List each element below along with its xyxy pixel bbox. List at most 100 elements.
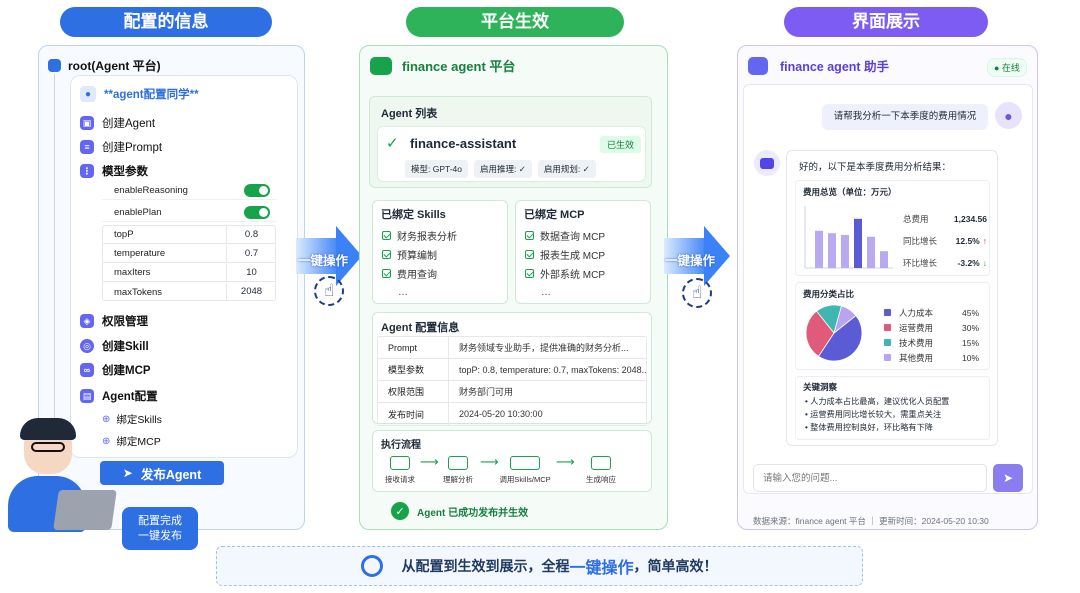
param-value[interactable]: 2048 [226, 283, 276, 301]
root-node[interactable]: root(Agent 平台) [48, 57, 161, 74]
pie-slice [805, 310, 835, 357]
flow-arrow-icon: ⟶ [480, 454, 499, 469]
bottom-banner: 从配置到生效到展示，全程 一键操作 ，简单高效！ [216, 546, 863, 586]
sliders-icon: ⋮ [80, 164, 94, 178]
agent-list-title: Agent 列表 [381, 108, 438, 120]
tag: 启用推理: ✓ [474, 160, 532, 178]
stat-value: -3.2% [957, 258, 980, 268]
flow-arrow-icon: ⟶ [556, 454, 575, 469]
send-button[interactable]: ➤ [993, 464, 1023, 492]
tree-item-agent-config[interactable]: ▤Agent配置 [80, 388, 158, 404]
tree-line [54, 74, 55, 444]
mcp-item: 外部系统 MCP [525, 264, 605, 283]
send-icon: ➤ [122, 466, 133, 480]
robot-icon [760, 157, 774, 169]
tree-item-create-agent[interactable]: ▣创建Agent [80, 115, 155, 131]
display-title: finance agent 助手 [780, 60, 890, 74]
mcp-label: 报表生成 MCP [540, 251, 605, 262]
pointer-hand-icon: ☝ [314, 276, 344, 306]
toggle-label: enablePlan [114, 207, 162, 218]
tree-item-create-prompt[interactable]: ≡创建Prompt [80, 139, 162, 155]
insights-card [795, 376, 990, 440]
tree-item-bind-mcp[interactable]: ⊕绑定MCP [102, 434, 161, 449]
skills-list: 财务报表分析 预算编制 费用查询 … [382, 226, 457, 302]
config-key: Prompt [388, 342, 418, 353]
breakdown-card [795, 282, 990, 370]
section-title-row: ● **agent配置同学** [80, 86, 199, 102]
skill-icon: ◎ [80, 339, 94, 353]
stat-value: 12.5% [955, 236, 980, 246]
checkbox-icon [382, 231, 391, 240]
tree-item-create-mcp[interactable]: ∞创建MCP [80, 362, 151, 378]
chat-input[interactable] [753, 464, 987, 492]
document-icon: ≡ [80, 140, 94, 154]
create-skill-label: 创建Skill [102, 341, 149, 353]
flow-step-label: 调用Skills/MCP [499, 475, 551, 484]
publish-agent-button[interactable]: ➤ 发布Agent [100, 461, 224, 485]
chart-bar [841, 235, 849, 268]
param-key: temperature [114, 248, 166, 259]
header-config: 配置的信息 [60, 7, 272, 37]
skill-item: 财务报表分析 [382, 226, 457, 245]
tag: 模型: GPT-4o [405, 160, 469, 178]
agent-name: finance-assistant [410, 136, 517, 151]
tree-root-icon [48, 59, 61, 72]
bind-skills-label: 绑定Skills [116, 414, 162, 426]
pointer-hand-icon: ☝ [682, 278, 712, 308]
publish-bubble: 配置完成 一键发布 [122, 507, 198, 550]
tree-item-create-skill[interactable]: ◎ 创建Skill [80, 338, 149, 354]
skill-item: 预算编制 [382, 245, 457, 264]
toggle-switch[interactable] [244, 206, 270, 219]
mcp-label: 外部系统 MCP [540, 270, 605, 281]
param-value[interactable]: 0.7 [226, 245, 276, 262]
one-click-arrow-right [664, 226, 730, 286]
pie-slice [817, 315, 863, 362]
breakdown-pie-chart [805, 304, 863, 362]
insight-text: 人力成本占比最高，建议优化人员配置 [810, 397, 950, 406]
skill-label: 财务报表分析 [397, 232, 457, 243]
flow-section [372, 430, 652, 492]
mcp-icon: ∞ [80, 363, 94, 377]
flow-step: 理解分析 [428, 456, 488, 485]
config-key: 模型参数 [388, 365, 425, 375]
insight-item: • 人力成本占比最高，建议优化人员配置 [805, 397, 950, 406]
tree-item-bind-skills[interactable]: ⊕ 绑定Skills [102, 412, 162, 427]
param-key: topP [114, 229, 134, 240]
display-title-row: finance agent 助手 [748, 56, 889, 75]
plus-circle-icon: ⊕ [102, 414, 111, 425]
insight-text: 运营费用同比增长较大，需重点关注 [810, 410, 942, 419]
param-row: temperature 0.7 [102, 245, 276, 263]
model-params-label: 模型参数 [102, 166, 148, 178]
config-value: 财务领域专业助手，提供准确的财务分析... [448, 337, 646, 358]
toggle-row-plan: enablePlan [102, 204, 276, 222]
checkbox-icon [382, 269, 391, 278]
mcp-list: 数据查询 MCP 报表生成 MCP 外部系统 MCP … [525, 226, 605, 302]
legend-pct: 15% [961, 337, 979, 348]
create-agent-label: 创建Agent [102, 118, 156, 130]
expense-bar-chart [804, 206, 893, 269]
tree-item-permissions[interactable]: ◈权限管理 [80, 313, 148, 329]
legend-pct: 30% [961, 322, 979, 333]
overview-title: 费用总览（单位：万元） [803, 187, 897, 197]
param-value[interactable]: 0.8 [226, 226, 276, 243]
ellipsis: … [398, 287, 408, 298]
chart-bar [815, 230, 823, 268]
skill-item: 费用查询 [382, 264, 457, 283]
toggle-switch[interactable] [244, 184, 270, 197]
tree-item-model-params[interactable]: ⋮ 模型参数 [80, 163, 148, 179]
arrow-left-label: 一键操作 [298, 254, 349, 268]
ellipsis: … [541, 287, 551, 298]
breakdown-title: 费用分类占比 [803, 289, 855, 299]
chart-bar [880, 251, 888, 268]
flow-step-label: 理解分析 [443, 475, 473, 484]
skills-title: 已绑定 Skills [381, 209, 446, 221]
param-value[interactable]: 10 [226, 264, 276, 281]
skills-more: … [382, 283, 457, 302]
legend-swatch [884, 354, 891, 361]
